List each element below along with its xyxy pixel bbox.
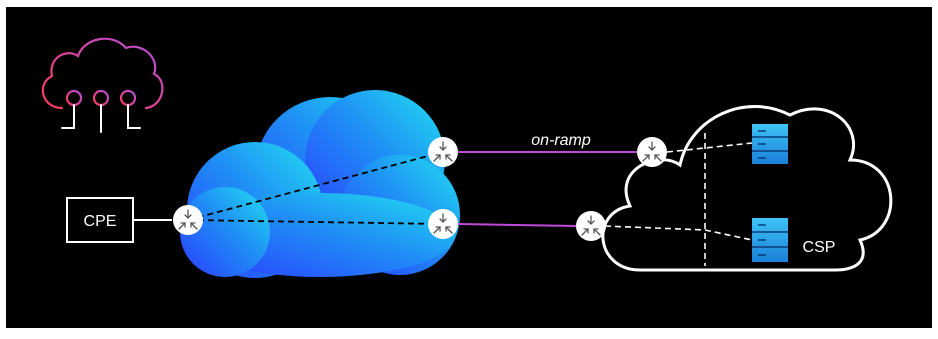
provider-cloud xyxy=(180,90,460,278)
server-icon xyxy=(752,218,788,262)
diagram-background xyxy=(6,7,932,328)
csp-label: CSP xyxy=(803,239,836,256)
csp-cloud xyxy=(601,105,893,272)
tunnels xyxy=(187,151,444,225)
router-icon xyxy=(575,210,607,242)
csp-internal-links xyxy=(604,133,753,266)
magenta-links xyxy=(457,151,638,227)
router-icon xyxy=(427,136,459,168)
router-icon xyxy=(172,204,204,236)
on-ramp-label: on-ramp xyxy=(531,132,591,149)
cpe-label: CPE xyxy=(84,213,117,230)
logo-lines xyxy=(61,104,141,133)
router-icon xyxy=(636,136,668,168)
server-icon xyxy=(752,124,788,164)
router-icon xyxy=(427,208,459,240)
